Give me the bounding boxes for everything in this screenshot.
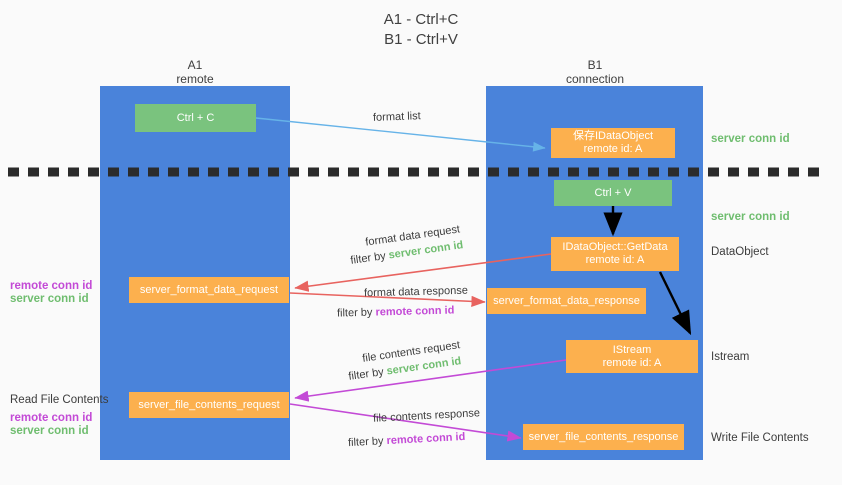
box-istream-line2: remote id: A — [602, 356, 662, 369]
label-format-data-response-text: format data response — [363, 284, 469, 300]
box-istream[interactable]: IStream remote id: A — [566, 340, 698, 373]
box-server-file-contents-request[interactable]: server_file_contents_request — [129, 392, 289, 418]
title-line-2: B1 - Ctrl+V — [384, 31, 458, 48]
box-server-file-contents-response-label: server_file_contents_response — [528, 430, 679, 443]
box-getdata-line1: IDataObject::GetData — [562, 241, 668, 253]
label-left-read-file-contents: Read File Contents — [10, 394, 109, 406]
dashed-divider — [8, 167, 826, 177]
column-a1-sub: remote — [176, 72, 214, 86]
box-idataobject-getdata[interactable]: IDataObject::GetData remote id: A — [551, 237, 679, 271]
box-ctrl-v[interactable]: Ctrl + V — [554, 180, 672, 206]
column-b1-sub: connection — [565, 72, 625, 86]
column-header-b1: B1 connection — [530, 58, 660, 86]
box-server-file-contents-request-label: server_file_contents_request — [138, 398, 280, 411]
box-save-idataobject-line2: remote id: A — [583, 143, 643, 155]
filter-value-remote-conn-id: remote conn id — [375, 304, 455, 319]
box-server-format-data-request[interactable]: server_format_data_request — [129, 277, 289, 303]
label-right-write-file-contents: Write File Contents — [711, 432, 809, 444]
box-ctrl-v-label: Ctrl + V — [594, 186, 632, 199]
label-right-istream: Istream — [711, 351, 750, 363]
box-server-format-data-response[interactable]: server_format_data_response — [487, 288, 646, 314]
filter-value-remote-conn-id: remote conn id — [386, 430, 466, 448]
label-format-data-response-filter: filter by remote conn id — [337, 303, 455, 320]
box-ctrl-c[interactable]: Ctrl + C — [135, 104, 256, 132]
label-format-list: format list — [373, 109, 421, 125]
title-line-1: A1 - Ctrl+C — [383, 11, 459, 28]
label-right-server-conn-id-top: server conn id — [711, 133, 790, 145]
box-getdata-line2: remote id: A — [585, 254, 645, 266]
label-right-dataobject: DataObject — [711, 246, 769, 258]
label-left-server-conn-id-2: server conn id — [10, 425, 89, 437]
column-header-a1: A1 remote — [130, 58, 260, 86]
label-file-contents-response-text: file contents response — [372, 407, 481, 425]
label-file-contents-response: file contents response — [373, 406, 481, 426]
label-format-data-response: format data response — [364, 284, 468, 301]
box-save-idataobject[interactable]: 保存IDataObject remote id: A — [551, 128, 675, 158]
box-save-idataobject-line1: 保存IDataObject — [572, 130, 654, 142]
label-left-remote-conn-id-2: remote conn id — [10, 412, 93, 424]
label-left-remote-conn-id-1: remote conn id — [10, 280, 93, 292]
box-server-format-data-request-label: server_format_data_request — [139, 283, 279, 296]
filter-prefix: filter by — [347, 435, 387, 450]
column-a1-name: A1 — [187, 58, 203, 72]
label-file-contents-response-filter: filter by remote conn id — [348, 430, 466, 450]
filter-prefix: filter by — [347, 365, 388, 383]
label-format-list-text: format list — [372, 110, 421, 124]
column-b1-name: B1 — [587, 58, 603, 72]
filter-prefix: filter by — [349, 249, 390, 267]
diagram-title: A1 - Ctrl+C B1 - Ctrl+V — [0, 10, 842, 50]
box-istream-line1: IStream — [612, 343, 652, 356]
box-server-format-data-response-label: server_format_data_response — [493, 294, 640, 307]
box-server-file-contents-response[interactable]: server_file_contents_response — [523, 424, 684, 450]
filter-prefix: filter by — [336, 306, 376, 320]
label-right-server-conn-id-mid: server conn id — [711, 211, 790, 223]
box-ctrl-c-label: Ctrl + C — [176, 111, 215, 124]
label-left-server-conn-id-1: server conn id — [10, 293, 89, 305]
